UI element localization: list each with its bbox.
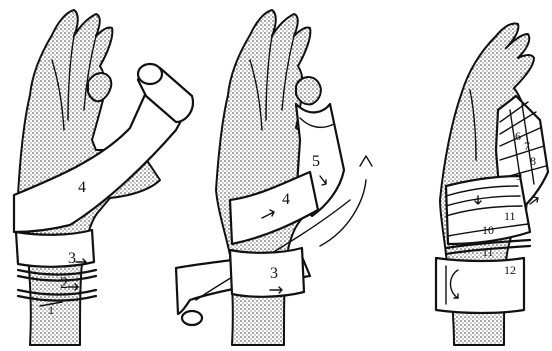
label-8: 8 [530, 154, 536, 168]
label-12: 12 [504, 263, 516, 277]
label-7: 7 [524, 139, 530, 153]
label-1: 1 [48, 303, 54, 317]
label-2: 2 [60, 275, 68, 292]
label-11a: 11 [504, 209, 516, 223]
label-6: 6 [515, 129, 521, 143]
label-11b: 11 [482, 245, 494, 259]
label-5: 5 [312, 153, 320, 170]
label-9: 9 [516, 169, 522, 183]
label-3b: 3 [270, 265, 278, 282]
label-10: 10 [482, 223, 494, 237]
label-4: 4 [78, 179, 86, 196]
label-3: 3 [68, 250, 76, 267]
tape-strip-3 [16, 230, 94, 267]
label-4b: 4 [282, 191, 290, 208]
tape-strip-3b [230, 248, 304, 297]
hand-1-thumb [88, 73, 111, 101]
hand-2-thumb [296, 77, 321, 104]
